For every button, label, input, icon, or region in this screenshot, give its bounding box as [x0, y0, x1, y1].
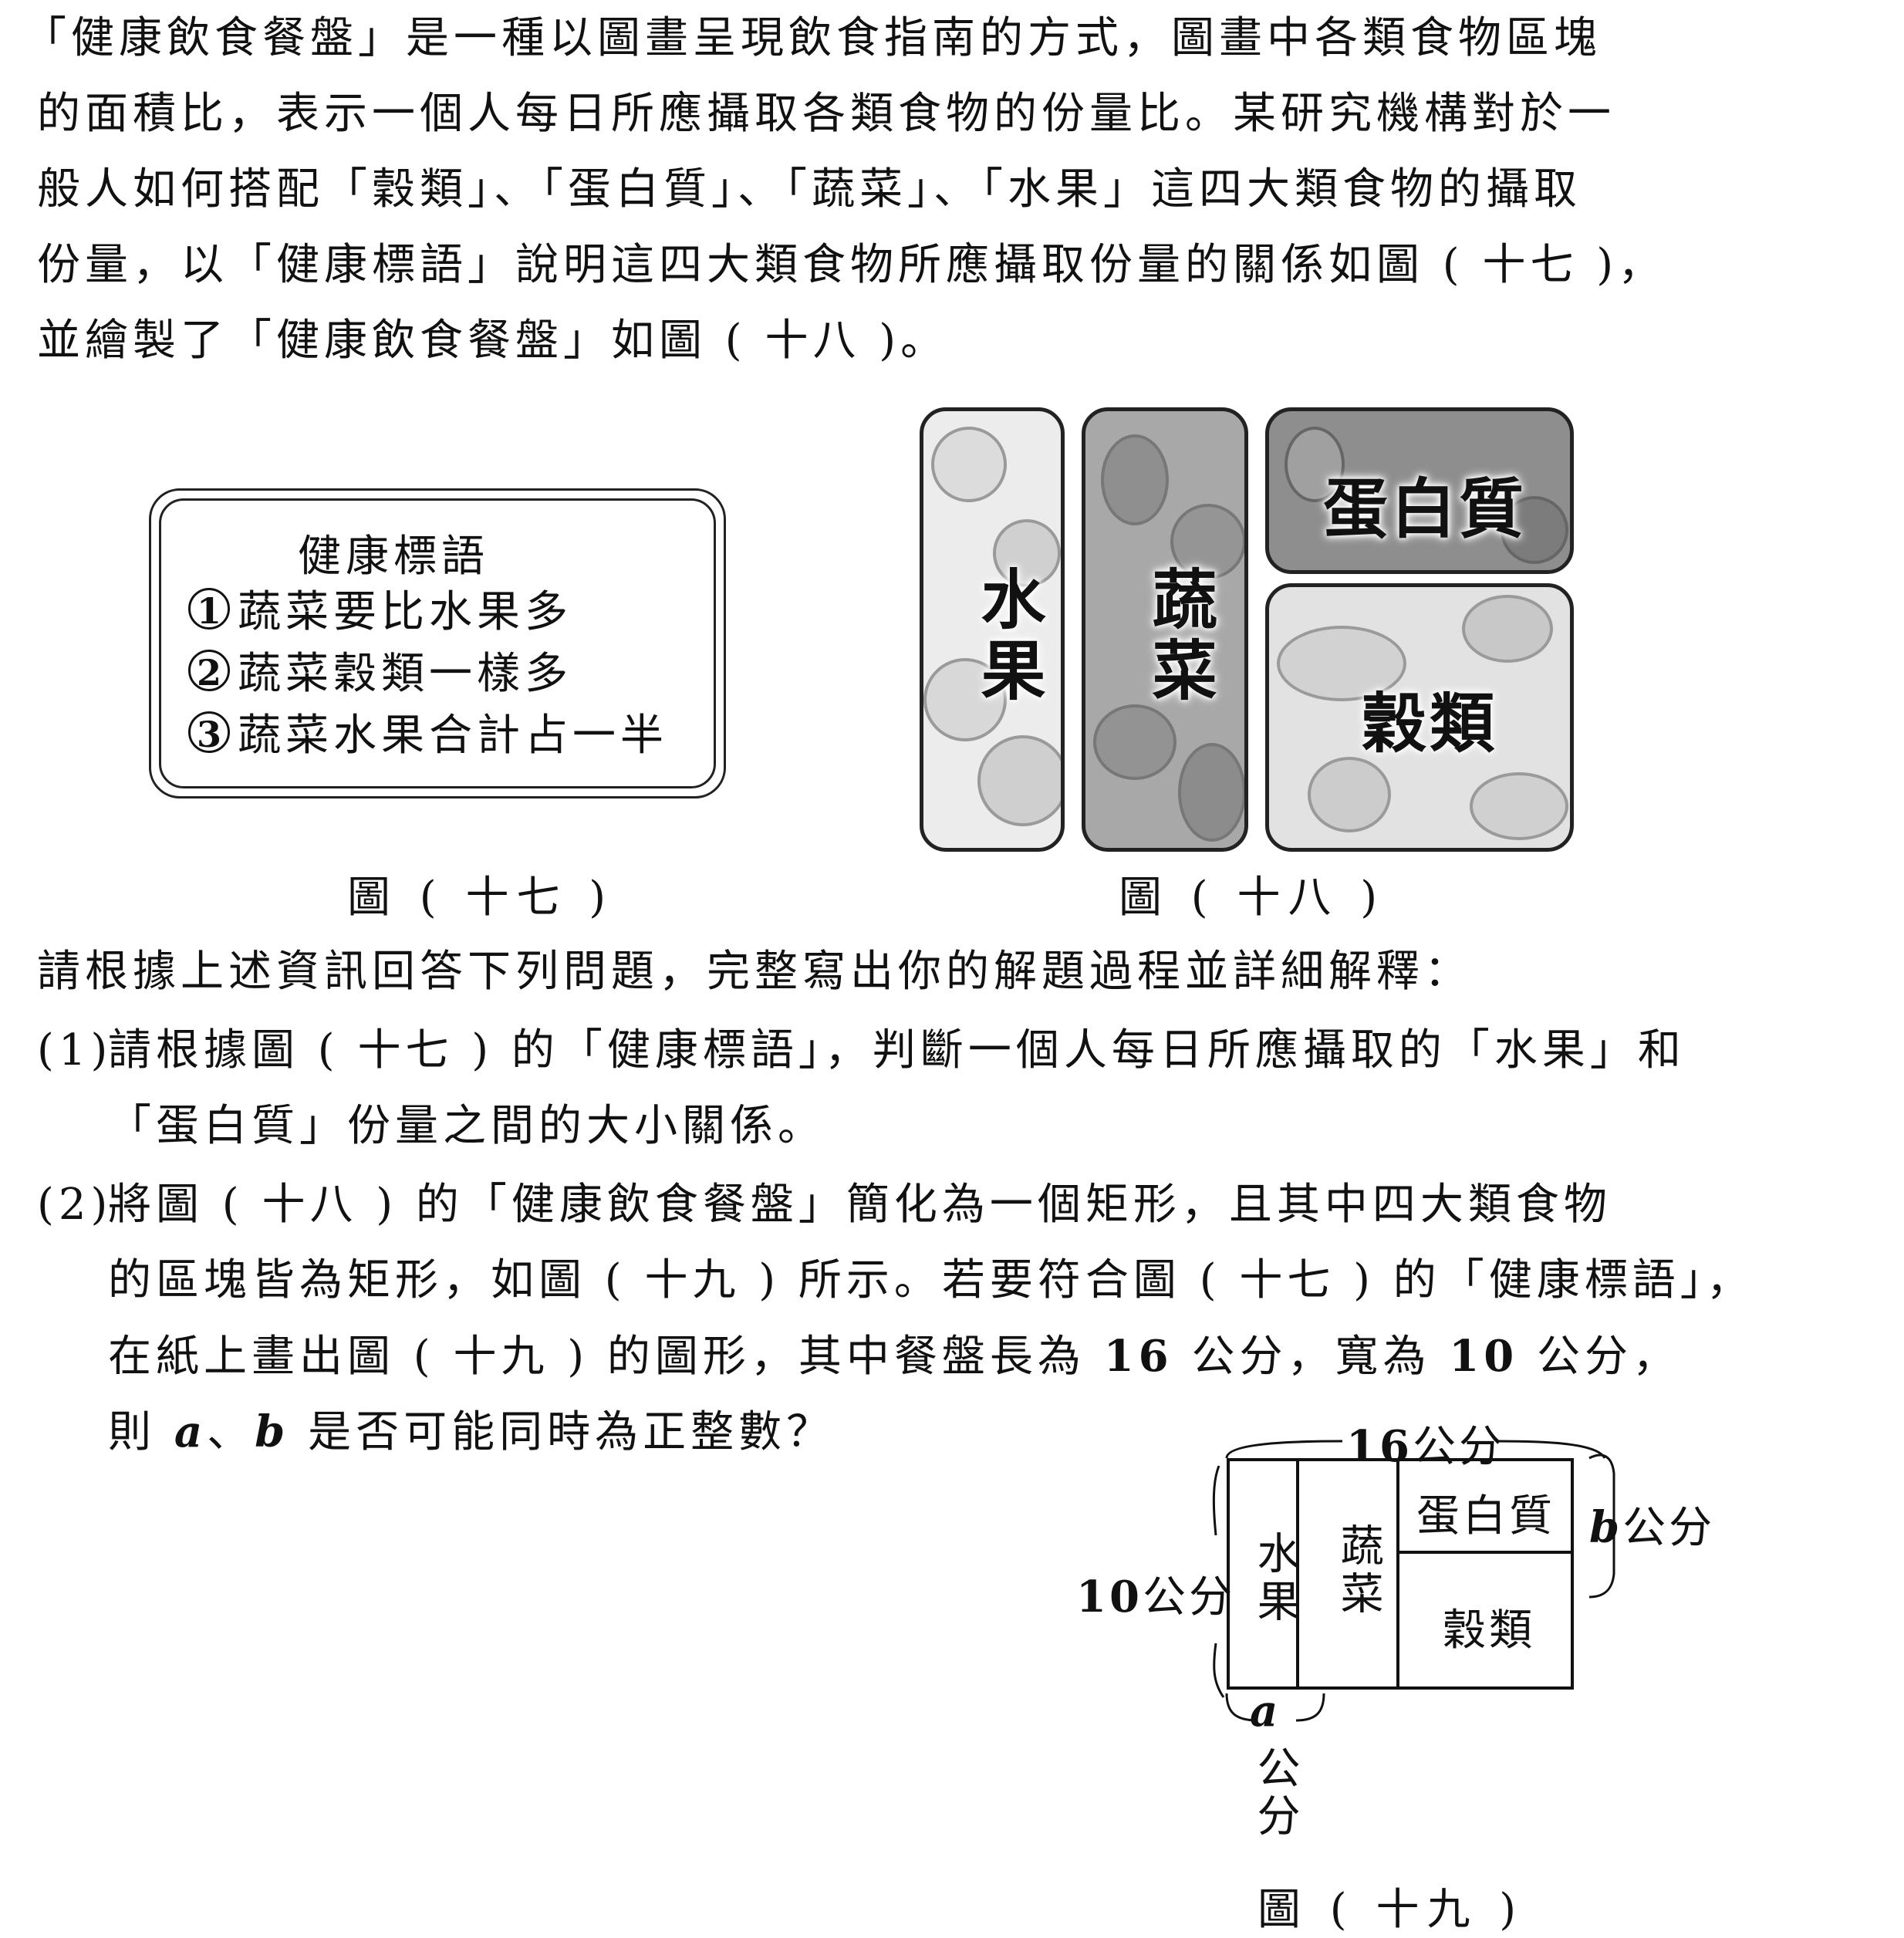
questions-lead: 請根據上述資訊回答下列問題，完整寫出你的解題過程並詳細解釋： — [37, 947, 1472, 997]
fig19-a-variable: a — [1250, 1686, 1281, 1737]
left-bracket-bottom — [1213, 1643, 1225, 1698]
question-2-line-2: 的區塊皆為矩形，如圖 ( 十九 ) 所示。若要符合圖 ( 十七 ) 的「健康標語… — [108, 1255, 1754, 1305]
question-2-line-3: 在紙上畫出圖 ( 十九 ) 的圖形，其中餐盤長為 16 公分，寬為 10 公分， — [108, 1318, 1680, 1396]
fruit-decoration — [993, 519, 1061, 587]
simplified-plate-rectangle: 水果 蔬菜 蛋白質 穀類 — [1227, 1458, 1574, 1690]
question-2-number: (2) — [37, 1180, 113, 1230]
intro-line-4: 份量，以「健康標語」說明這四大類食物所應攝取份量的關係如圖 ( 十七 )， — [37, 240, 1666, 290]
fig19-grain-cell: 穀類 — [1399, 1554, 1571, 1686]
plate-protein-label: 蛋白質 — [1323, 471, 1528, 547]
plate-vegetable-section: 蔬菜 — [1082, 407, 1248, 852]
q2-line4-text-b: 是否可能同時為正整數？ — [289, 1407, 835, 1457]
question-1-line-2: 「蛋白質」份量之間的大小關係。 — [108, 1101, 825, 1151]
question-2-line-1: 將圖 ( 十八 ) 的「健康飲食餐盤」簡化為一個矩形，且其中四大類食物 — [108, 1180, 1612, 1230]
circled-number-3: 3 — [188, 711, 230, 755]
question-2-line-4: 則 a、b 是否可能同時為正整數？ — [108, 1393, 834, 1471]
vegetable-decoration — [1170, 504, 1244, 579]
grain-decoration — [1277, 626, 1406, 701]
fig19-length-unit: 公分 — [1412, 1422, 1505, 1472]
variable-b: b — [255, 1406, 290, 1457]
q2-line4-sep: 、 — [207, 1407, 255, 1457]
fig19-a-unit: 公分 — [1250, 1745, 1300, 1841]
fig19-width-number: 10 — [1076, 1572, 1143, 1622]
fig19-left-dimension: 10公分 — [1076, 1562, 1235, 1625]
fig19-protein-cell: 蛋白質 — [1399, 1461, 1571, 1554]
right-bracket-b — [1588, 1454, 1615, 1599]
fig19-b-unit: 公分 — [1622, 1503, 1716, 1553]
fig19-vegetable-label: 蔬菜 — [1333, 1523, 1383, 1619]
slogan-inner-border — [159, 498, 716, 788]
variable-a: a — [174, 1406, 208, 1457]
vegetable-decoration — [1101, 434, 1169, 525]
fruit-decoration — [931, 427, 1007, 502]
fig19-vegetable-cell: 蔬菜 — [1299, 1461, 1399, 1686]
fig19-caption: 圖 ( 十九 ) — [1258, 1885, 1524, 1935]
plate-length-value: 16 — [1103, 1331, 1173, 1382]
plate-fruit-label: 水果 — [971, 566, 1047, 707]
protein-decoration — [1501, 496, 1568, 564]
slogan-item-2: 2 蔬菜穀類一樣多 — [188, 639, 572, 701]
fig19-b-dimension: b公分 — [1589, 1493, 1715, 1555]
circled-number-2: 2 — [188, 649, 230, 694]
slogan-title: 健康標語 — [298, 532, 489, 582]
grain-decoration — [1462, 595, 1553, 663]
fruit-decoration — [977, 735, 1061, 826]
grain-decoration — [1308, 757, 1391, 832]
top-bracket-left — [1225, 1440, 1343, 1459]
plate-width-value: 10 — [1449, 1331, 1519, 1382]
vegetable-decoration — [1093, 704, 1176, 780]
grain-decoration — [1470, 772, 1568, 840]
health-slogan-box: 健康標語 1 蔬菜要比水果多 2 蔬菜穀類一樣多 3 蔬菜水果合計占一半 — [149, 488, 726, 798]
slogan-item-text: 蔬菜穀類一樣多 — [238, 649, 572, 699]
intro-line-3: 般人如何搭配「穀類」、「蛋白質」、「蔬菜」、「水果」這四大類食物的攝取 — [37, 164, 1582, 214]
question-1-line-1: 請根據圖 ( 十七 ) 的「健康標語」，判斷一個人每日所應攝取的「水果」和 — [108, 1025, 1686, 1075]
bottom-bracket-right — [1295, 1693, 1325, 1722]
fig19-fruit-label: 水果 — [1250, 1531, 1300, 1626]
fig19-width-unit: 公分 — [1142, 1572, 1235, 1622]
q2-line3-text-a: 在紙上畫出圖 ( 十九 ) 的圖形，其中餐盤長為 — [108, 1332, 1104, 1382]
question-1-number: (1) — [37, 1025, 113, 1075]
fig18-caption: 圖 ( 十八 ) — [1119, 873, 1386, 923]
fig19-dimension-brackets — [1212, 1440, 1615, 1722]
q2-line3-text-b: 公分，寬為 — [1173, 1332, 1450, 1382]
vegetable-decoration — [1178, 743, 1244, 842]
plate-grain-section: 穀類 — [1265, 583, 1574, 852]
fruit-decoration — [923, 658, 1007, 741]
slogan-item-3: 3 蔬菜水果合計占一半 — [188, 701, 668, 763]
intro-line-5: 並繪製了「健康飲食餐盤」如圖 ( 十八 )。 — [37, 316, 949, 366]
slogan-item-text: 蔬菜水果合計占一半 — [238, 711, 668, 761]
slogan-item-1: 1 蔬菜要比水果多 — [188, 577, 572, 640]
plate-protein-section: 蛋白質 — [1265, 407, 1574, 574]
fig17-caption: 圖 ( 十七 ) — [347, 873, 614, 923]
intro-line-1: 「健康飲食餐盤」是一種以圖畫呈現飲食指南的方式，圖畫中各類食物區塊 — [23, 13, 1602, 63]
q2-line3-text-c: 公分， — [1518, 1332, 1680, 1382]
fig19-grain-label: 穀類 — [1443, 1605, 1535, 1656]
top-bracket-right — [1496, 1440, 1606, 1459]
left-bracket-top — [1212, 1465, 1220, 1536]
plate-grain-label: 穀類 — [1362, 685, 1498, 761]
circled-number-1: 1 — [188, 587, 230, 632]
intro-line-2: 的面積比，表示一個人每日所應攝取各類食物的份量比。某研究機構對於一 — [37, 89, 1615, 139]
bottom-bracket-left — [1225, 1693, 1258, 1722]
q2-line4-text-a: 則 — [108, 1407, 174, 1457]
plate-fruit-section: 水果 — [920, 407, 1065, 852]
fig19-fruit-cell: 水果 — [1230, 1461, 1300, 1686]
fig19-b-variable: b — [1589, 1502, 1623, 1553]
slogan-item-text: 蔬菜要比水果多 — [238, 587, 572, 637]
protein-decoration — [1285, 427, 1345, 502]
fig19-protein-label: 蛋白質 — [1416, 1491, 1555, 1541]
plate-vegetable-label: 蔬菜 — [1142, 566, 1218, 707]
